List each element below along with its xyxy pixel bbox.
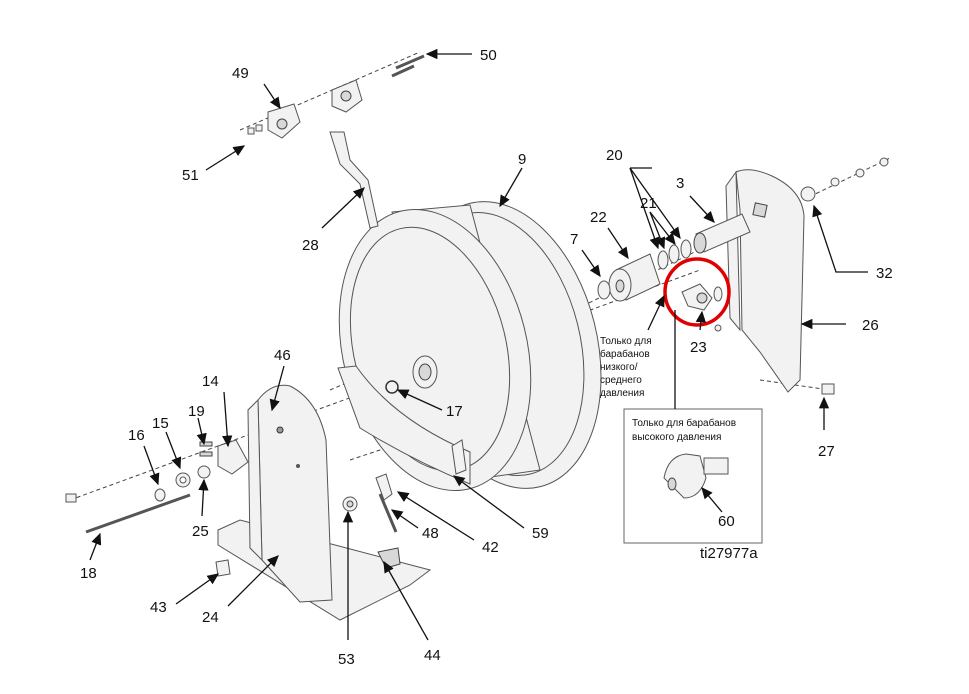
callout-19: 19 (188, 403, 205, 420)
callout-49: 49 (232, 65, 249, 82)
callout-53: 53 (338, 651, 355, 668)
callout-17: 17 (446, 403, 463, 420)
note-high-pressure: Только для барабанов высокого давления (632, 417, 736, 443)
callout-46: 46 (274, 347, 291, 364)
callout-18: 18 (80, 565, 97, 582)
note-line: барабанов (600, 348, 650, 360)
callout-27: 27 (818, 443, 835, 460)
figure-reference: ti27977a (700, 545, 758, 562)
callout-20: 20 (606, 147, 623, 164)
swivel-parts (597, 157, 889, 395)
callout-16: 16 (128, 427, 145, 444)
note-line: Только для (600, 336, 652, 347)
high-pressure-inset (623, 408, 763, 544)
callout-25: 25 (192, 523, 209, 540)
callout-59: 59 (532, 525, 549, 542)
note-line: Только для барабанов (632, 417, 736, 429)
note-low-medium-pressure: Только для барабанов низкого/ среднего д… (600, 336, 652, 399)
note-line: среднего (600, 375, 642, 386)
callout-15: 15 (152, 415, 169, 432)
callout-48: 48 (422, 525, 439, 542)
callout-43: 43 (150, 599, 167, 616)
callout-51: 51 (182, 167, 199, 184)
note-line: низкого/ (600, 362, 638, 373)
hose-guide-clamp (247, 54, 425, 139)
callout-28: 28 (302, 237, 319, 254)
callout-32: 32 (876, 265, 893, 282)
highlight-circle (663, 257, 731, 327)
callout-42: 42 (482, 539, 499, 556)
brake-pawl (451, 439, 467, 475)
callout-44: 44 (424, 647, 441, 664)
brake-plate (337, 365, 471, 485)
left-hardware (65, 439, 401, 577)
note-line: давления (600, 388, 644, 399)
callout-21: 21 (640, 195, 657, 212)
callout-26: 26 (862, 317, 879, 334)
inlet-tube (329, 131, 379, 229)
callout-7: 7 (570, 231, 578, 248)
callout-23: 23 (690, 339, 707, 356)
callout-24: 24 (202, 609, 219, 626)
callout-14: 14 (202, 373, 219, 390)
callout-labels: 50 49 51 28 9 20 21 3 22 7 32 26 23 46 1… (80, 47, 893, 668)
note-line: высокого давления (632, 432, 721, 443)
left-support-frame (217, 384, 432, 621)
callout-50: 50 (480, 47, 497, 64)
callout-3: 3 (676, 175, 684, 192)
leader-lines (89, 48, 868, 641)
callout-60: 60 (718, 513, 735, 530)
callout-9: 9 (518, 151, 526, 168)
callout-22: 22 (590, 209, 607, 226)
low-medium-fitting (681, 283, 723, 311)
